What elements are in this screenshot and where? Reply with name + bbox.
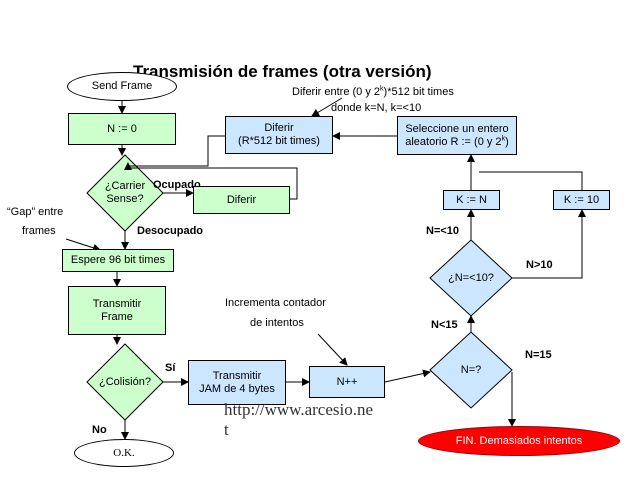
end-ok-oval: O.K. xyxy=(74,439,174,467)
gap-label-line2: frames xyxy=(22,225,56,237)
increment-box: N++ xyxy=(309,366,385,398)
defer-note-part-b: )*512 bit times xyxy=(383,86,454,98)
no-label: No xyxy=(92,424,107,436)
defer-short-box: Diferir xyxy=(193,186,290,214)
gap-label-line1: “Gap” entre xyxy=(7,206,64,218)
select-random-line2: aleatorio R := (0 y 2k) xyxy=(405,134,509,148)
busy-label: Ocupado xyxy=(153,179,201,191)
increment-note-line2: de intentos xyxy=(250,317,304,329)
n-gt-10-label: N>10 xyxy=(526,259,553,271)
watermark-line1: http://www.arcesio.ne xyxy=(224,400,374,419)
k-eq-n-label: K := N xyxy=(456,193,487,206)
select-random-line1: Seleccione un entero xyxy=(405,122,509,135)
transmit-jam-line2: JAM de 4 bytes xyxy=(199,382,275,395)
transmit-frame-line1: Transmitir xyxy=(92,297,142,310)
transmit-jam-line1: Transmitir xyxy=(212,369,262,382)
n-le-10-label: ¿N=<10? xyxy=(440,268,502,288)
yes-label: Sí xyxy=(165,362,176,374)
arrow-increment-to-ncheck xyxy=(384,369,431,383)
defer-note-line2: donde k=N, k=<10 xyxy=(331,102,422,114)
fin-label: FIN. Demasiados intentos xyxy=(455,434,583,447)
watermark-line2: t xyxy=(224,420,229,439)
select-random-box: Seleccione un entero aleatorio R := (0 y… xyxy=(397,116,517,155)
start-send-frame: Send Frame xyxy=(67,72,177,101)
n-check-label: N=? xyxy=(445,360,497,380)
n-lt-15-label: N<15 xyxy=(431,319,458,331)
carrier-sense-line1: ¿Carrier xyxy=(104,180,146,192)
defer-note-part-a: Diferir entre (0 y 2 xyxy=(292,86,381,98)
free-label: Desocupado xyxy=(137,225,204,237)
increment-note-line1: Incrementa contador xyxy=(225,297,326,309)
page-title: Transmisión de frames (otra versión) xyxy=(133,62,432,81)
n-init-box: N := 0 xyxy=(68,113,176,145)
defer-long-line1: Diferir xyxy=(264,122,294,134)
arrow-nle10-to-k10 xyxy=(512,209,586,279)
arrow-increment-note xyxy=(317,333,348,366)
defer-short-label: Diferir xyxy=(226,193,257,206)
arrow-k10-to-select xyxy=(479,171,583,190)
n-le-10-edge-label: N=<10 xyxy=(426,225,460,237)
n-init-label: N := 0 xyxy=(107,122,137,135)
k-eq-10-box: K := 10 xyxy=(553,190,610,210)
transmit-jam-box: Transmitir JAM de 4 bytes xyxy=(188,360,286,405)
wait-96-label: Espere 96 bit times xyxy=(70,254,166,266)
k-eq-n-box: K := N xyxy=(443,190,500,210)
increment-label: N++ xyxy=(336,375,358,388)
n-le-10-text: ¿N=<10? xyxy=(448,271,494,284)
end-fin-oval: FIN. Demasiados intentos xyxy=(418,426,620,456)
arrow-defer-note xyxy=(311,97,343,117)
defer-note: Diferir entre (0 y 2k)*512 bit times xyxy=(292,85,454,98)
collision-text: ¿Colisión? xyxy=(99,375,151,388)
arrow-gap-pointer xyxy=(65,238,101,252)
n-check-text: N=? xyxy=(460,363,482,376)
k-eq-10-label: K := 10 xyxy=(563,193,600,206)
send-frame-label: Send Frame xyxy=(91,80,153,92)
arrow-deferlong-to-carrier xyxy=(128,135,225,167)
n-eq-15-label: N=15 xyxy=(525,349,552,361)
n-check-diamond xyxy=(429,331,513,409)
transmit-frame-line2: Frame xyxy=(101,310,133,323)
collision-label: ¿Colisión? xyxy=(90,372,160,392)
carrier-sense-line2: Sense? xyxy=(106,193,144,205)
carrier-sense-label: ¿Carrier Sense? xyxy=(90,178,160,208)
defer-note-sup: k xyxy=(380,85,384,93)
wait-96-box: Espere 96 bit times xyxy=(62,249,174,272)
defer-long-line2: (R*512 bit times) xyxy=(238,135,320,147)
transmit-frame-box: Transmitir Frame xyxy=(68,286,166,335)
ok-label: O.K. xyxy=(113,446,135,459)
defer-long-box: Diferir (R*512 bit times) xyxy=(225,116,333,154)
